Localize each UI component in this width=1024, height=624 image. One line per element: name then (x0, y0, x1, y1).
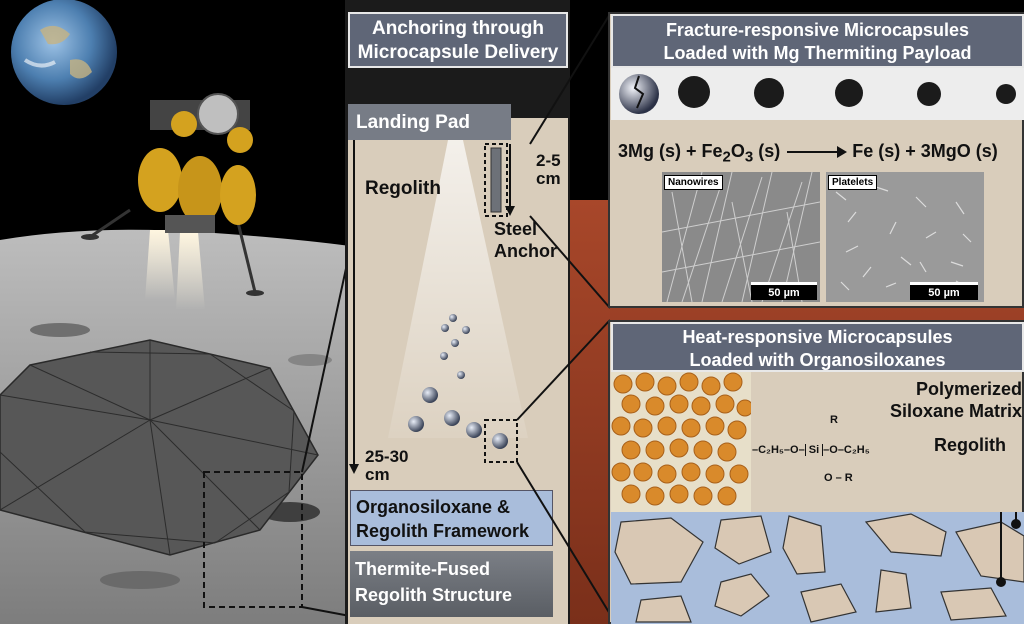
thermite-fused-box: Thermite-Fused Regolith Structure (350, 551, 553, 617)
polymerized-siloxane-label: Polymerized Siloxane Matrix (889, 379, 1022, 421)
heat-regolith-label: Regolith (934, 435, 1006, 455)
sem-platelets-image (826, 172, 984, 302)
delivery-beam (349, 138, 528, 474)
capsule-row (611, 68, 1024, 120)
thermite-reaction: 3Mg (s) + Fe2O3 (s) Fe (s) + 3MgO (s) (618, 141, 998, 166)
landing-pad-label: Landing Pad (348, 104, 511, 140)
scale-bar-2: 50 µm (910, 282, 978, 300)
callout-box (203, 471, 303, 608)
nanowires-tag: Nanowires (664, 175, 723, 190)
depth-deep: 25-30 cm (365, 447, 409, 484)
siloxane-formula: R –C₂H₅–O–Si–O–C₂H₅ O – R (752, 414, 870, 484)
depth-shallow: 2-5 cm (536, 151, 561, 188)
steel-anchor-label: Steel Anchor (494, 219, 557, 261)
fracture-header: Fracture-responsive Microcapsules Loaded… (611, 14, 1024, 68)
center-header: Anchoring through Microcapsule Delivery (348, 12, 568, 68)
scale-bar-1: 50 µm (751, 282, 817, 300)
orange-capsules-image (611, 372, 751, 512)
microcapsule-particles (408, 314, 508, 449)
earth-icon (11, 0, 117, 105)
organosiloxane-framework-box: Organosiloxane & Regolith Framework (350, 490, 553, 546)
sem-nanowires-image (662, 172, 820, 302)
platelets-tag: Platelets (828, 175, 878, 190)
heat-header: Heat-responsive Microcapsules Loaded wit… (611, 322, 1024, 372)
siloxane-matrix-diagram (611, 512, 1024, 624)
steel-anchor-icon (490, 147, 502, 213)
lander-icon (81, 93, 264, 296)
fractured-capsule-icon (619, 74, 659, 114)
reaction-arrow-icon (787, 146, 848, 159)
regolith-label: Regolith (365, 178, 441, 199)
